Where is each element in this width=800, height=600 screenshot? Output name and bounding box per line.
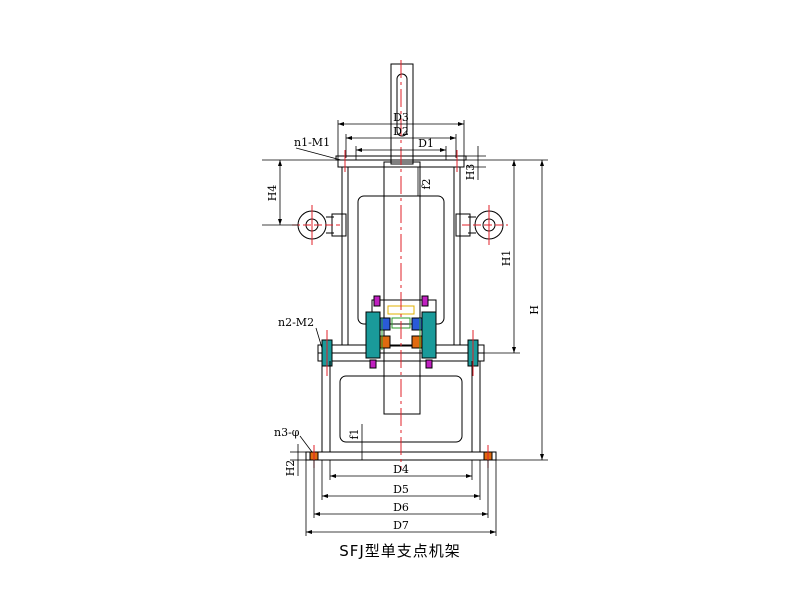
- label-h: H: [528, 305, 541, 315]
- label-d4: D4: [393, 463, 409, 476]
- bearing-assembly: [365, 295, 437, 369]
- dimension-labels: D3 D2 D1 n1-M1 n2-M2 n3-φ D4 D5 D6 D7 H4…: [266, 111, 541, 532]
- label-n3: n3-φ: [274, 426, 300, 439]
- label-d3: D3: [393, 111, 409, 124]
- label-f2: f2: [420, 178, 433, 189]
- label-d7: D7: [393, 519, 409, 532]
- label-d1: D1: [418, 137, 434, 150]
- label-h2: H2: [284, 460, 297, 477]
- label-h3: H3: [464, 164, 477, 181]
- centerlines: [292, 60, 508, 470]
- label-h1: H1: [500, 250, 513, 267]
- drawing-caption: SFJ型单支点机架: [339, 542, 461, 560]
- label-d5: D5: [393, 483, 409, 496]
- label-f1: f1: [348, 428, 361, 439]
- dimension-arrows: [278, 122, 544, 534]
- label-n2: n2-M2: [278, 316, 314, 329]
- label-h4: H4: [266, 185, 279, 202]
- label-n1: n1-M1: [294, 136, 330, 149]
- label-d2: D2: [393, 125, 409, 138]
- label-d6: D6: [393, 501, 409, 514]
- dimension-lines: [262, 120, 548, 536]
